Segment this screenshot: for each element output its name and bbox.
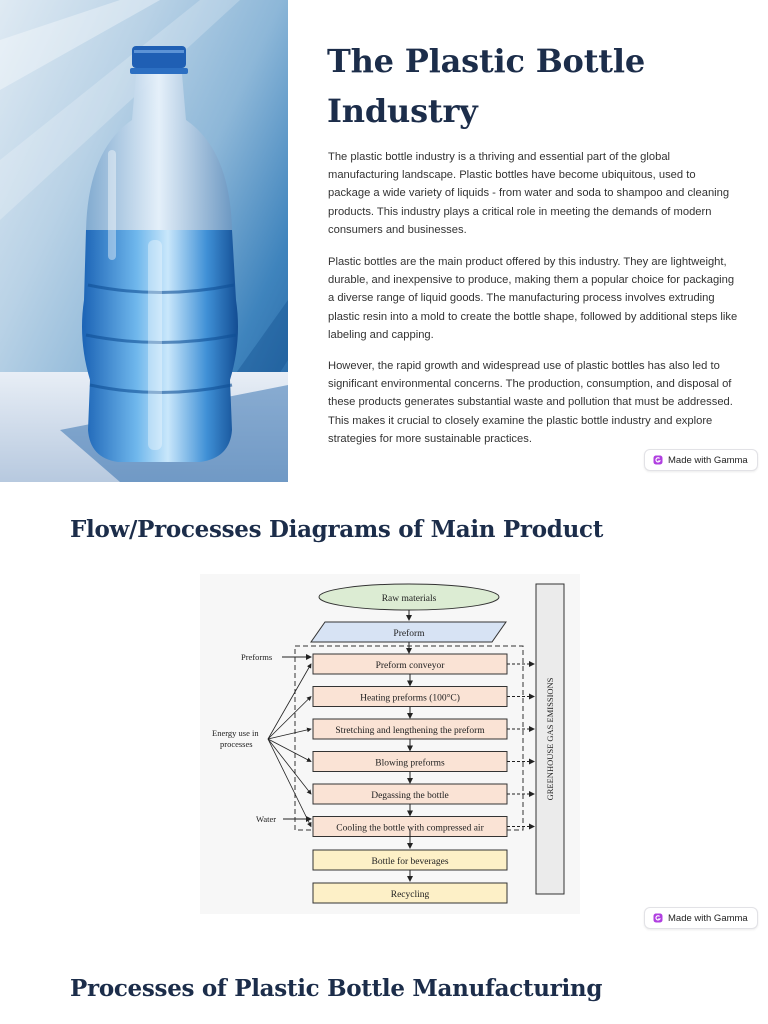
process-step-label: Blowing preforms bbox=[375, 758, 445, 769]
preform-label: Preform bbox=[393, 628, 425, 639]
output-label: Bottle for beverages bbox=[371, 856, 448, 867]
page-title: The Plastic Bottle Industry bbox=[327, 42, 645, 130]
energy-arrow bbox=[267, 695, 312, 740]
recycling-node bbox=[312, 882, 508, 904]
gamma-logo-icon bbox=[653, 913, 663, 923]
bottle-photo bbox=[0, 0, 288, 482]
energy-arrow bbox=[267, 663, 312, 740]
process-step-label: Degassing the bottle bbox=[371, 791, 449, 801]
preforms-input-label: Preforms bbox=[241, 652, 272, 662]
process-step-label: Preform conveyor bbox=[376, 660, 446, 671]
made-with-gamma-button[interactable]: Made with Gamma bbox=[644, 907, 758, 929]
process-step-label: Cooling the bottle with compressed air bbox=[336, 824, 484, 834]
energy-input-label-2: processes bbox=[220, 739, 253, 749]
process-step-label: Heating preforms (100°C) bbox=[360, 693, 460, 704]
section-title: Processes of Plastic Bottle Manufacturin… bbox=[70, 975, 603, 1002]
energy-arrow bbox=[267, 738, 312, 795]
bottle-illustration bbox=[0, 0, 288, 482]
recycling-label: Recycling bbox=[391, 890, 430, 900]
energy-arrow bbox=[267, 727, 312, 740]
product-paragraph: Plastic bottles are the main product off… bbox=[328, 256, 738, 341]
process-step-label: Stretching and lengthening the preform bbox=[335, 725, 485, 736]
slide-intro: The Plastic Bottle Industry The plastic … bbox=[0, 0, 768, 482]
energy-arrow bbox=[267, 738, 312, 762]
badge-label: Made with Gamma bbox=[668, 454, 748, 466]
badge-label: Made with Gamma bbox=[668, 912, 748, 924]
water-input-label: Water bbox=[256, 814, 276, 824]
intro-paragraph: The plastic bottle industry is a thrivin… bbox=[328, 151, 730, 236]
environment-paragraph: However, the rapid growth and widespread… bbox=[328, 360, 733, 445]
emissions-bar bbox=[535, 583, 565, 895]
section-title: Flow/Processes Diagrams of Main Product bbox=[70, 516, 604, 543]
slide-flow-diagram: Flow/Processes Diagrams of Main Product … bbox=[0, 482, 768, 952]
emissions-label: GREENHOUSE GAS EMISSIONS bbox=[545, 677, 555, 800]
energy-input-label-1: Energy use in bbox=[212, 728, 259, 738]
raw-materials-label: Raw materials bbox=[382, 594, 437, 604]
energy-arrow bbox=[267, 738, 312, 828]
preform-node bbox=[310, 621, 507, 643]
gamma-logo-icon bbox=[653, 455, 663, 465]
made-with-gamma-button[interactable]: Made with Gamma bbox=[644, 449, 758, 471]
process-group-boundary bbox=[294, 645, 524, 831]
